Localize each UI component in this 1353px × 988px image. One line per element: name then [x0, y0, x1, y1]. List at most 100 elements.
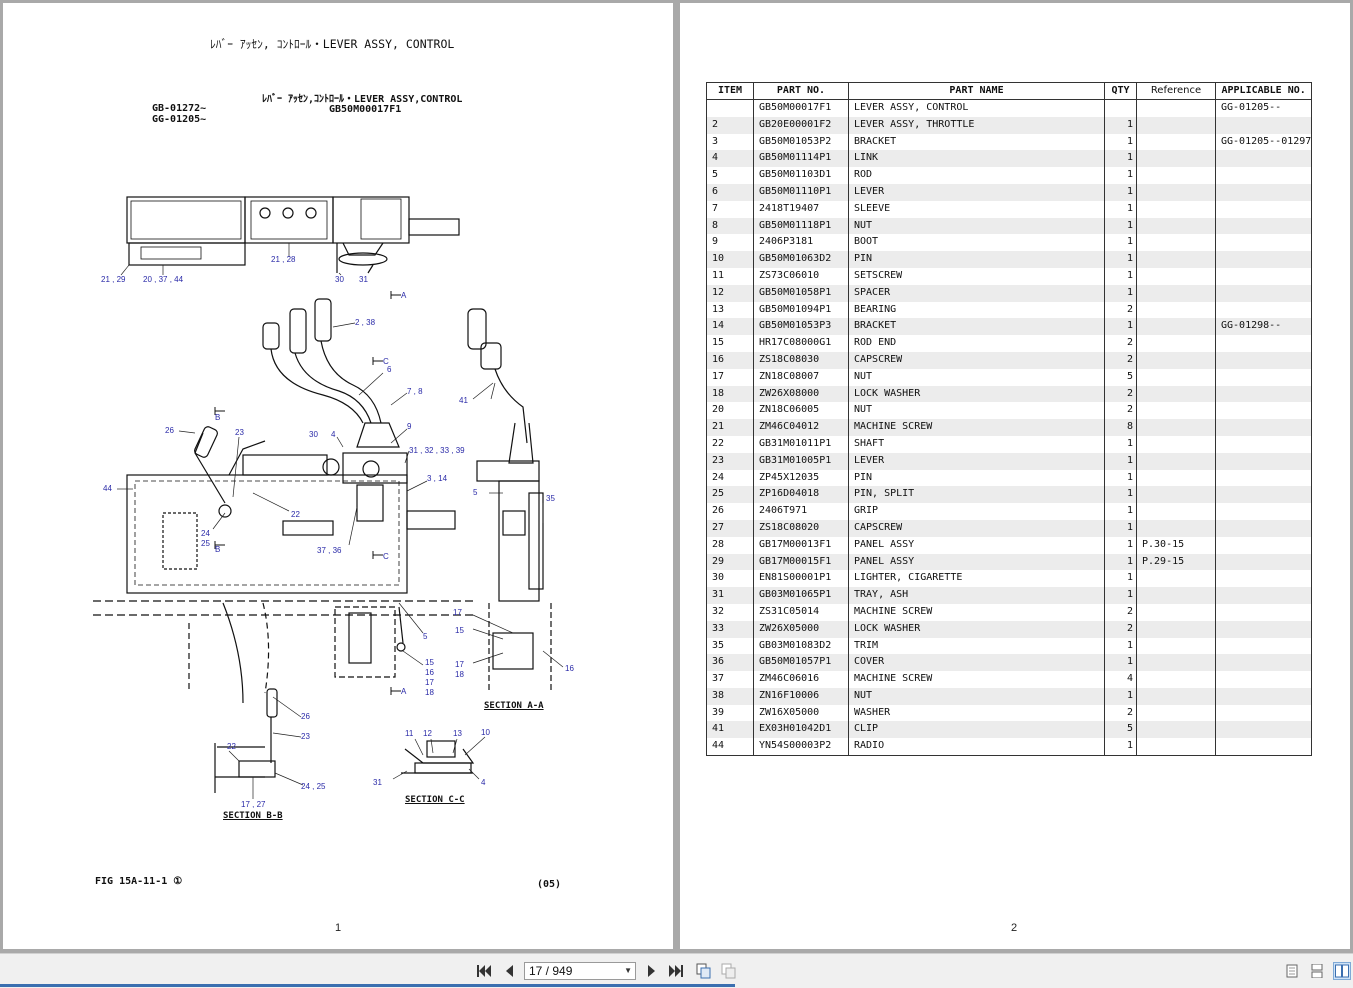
part-no-cell: ZS31C05014 [753, 603, 849, 621]
part-no-cell: GB50M01053P3 [753, 318, 849, 336]
part-name-cell: LEVER [848, 452, 1105, 470]
figure-revision: (05) [537, 879, 562, 890]
part-name-cell: NUT [848, 687, 1105, 705]
reference-cell [1136, 486, 1216, 504]
item-cell: 41 [706, 721, 754, 739]
qty-cell: 1 [1104, 536, 1137, 554]
two-page-view-button[interactable] [1333, 962, 1351, 980]
page-number-select[interactable]: 17 / 949 ▼ [524, 962, 636, 980]
part-no-cell: ZP45X12035 [753, 469, 849, 487]
callout: 18 [455, 670, 464, 679]
qty-cell: 1 [1104, 267, 1137, 285]
part-name-cell: ROD [848, 167, 1105, 184]
item-cell: 15 [706, 335, 754, 352]
part-name-cell: MACHINE SCREW [848, 419, 1105, 436]
serial-range-1: GB-01272~ [152, 103, 207, 114]
reference-cell [1136, 351, 1216, 369]
part-no-cell: GB50M00017F1 [753, 99, 849, 117]
part-no-cell: EN81S00001P1 [753, 570, 849, 588]
applicable-no-cell [1214, 217, 1313, 235]
taskbar-accent-bar [0, 984, 735, 987]
qty-cell: 1 [1104, 452, 1137, 470]
applicable-no-cell [1214, 536, 1313, 554]
reference-cell [1136, 99, 1216, 117]
item-cell: 16 [706, 351, 754, 369]
single-page-view-button[interactable] [1283, 962, 1301, 980]
item-cell: 5 [706, 167, 754, 184]
part-name-cell: PIN, SPLIT [848, 486, 1105, 504]
item-cell: 39 [706, 704, 754, 722]
callout: 16 [565, 664, 574, 673]
item-cell [706, 99, 754, 117]
callout: 31 [373, 778, 382, 787]
callout: B [215, 413, 220, 422]
drawing-part-number: GB50M00017F1 [329, 104, 402, 115]
qty-cell: 1 [1104, 435, 1137, 453]
item-cell: 24 [706, 469, 754, 487]
qty-cell: 2 [1104, 385, 1137, 403]
reference-cell [1136, 687, 1216, 705]
applicable-no-cell [1214, 704, 1313, 722]
applicable-no-cell [1214, 469, 1313, 487]
part-no-cell: ZS18C08020 [753, 519, 849, 537]
first-page-button[interactable] [475, 962, 493, 980]
last-page-icon [669, 965, 683, 977]
qty-cell: 1 [1104, 738, 1137, 757]
applicable-no-cell: GG-01205--01297 [1214, 133, 1313, 151]
item-cell: 20 [706, 402, 754, 420]
item-cell: 44 [706, 738, 754, 757]
continuous-view-button[interactable] [1308, 962, 1326, 980]
reference-cell [1136, 452, 1216, 470]
reference-cell [1136, 570, 1216, 588]
callout: 5 [423, 632, 428, 641]
section-a-a-label: SECTION A-A [484, 701, 544, 711]
part-name-cell: SLEEVE [848, 200, 1105, 218]
callout: 15 [425, 658, 434, 667]
callout: 11 [405, 729, 414, 738]
item-cell: 7 [706, 200, 754, 218]
part-name-cell: BEARING [848, 301, 1105, 319]
reference-cell [1136, 721, 1216, 739]
part-no-cell: GB50M01057P1 [753, 654, 849, 672]
applicable-no-cell [1214, 486, 1313, 504]
two-page-view-icon [1335, 964, 1349, 978]
paste-button[interactable] [720, 962, 738, 980]
qty-cell: 1 [1104, 234, 1137, 252]
item-cell: 23 [706, 452, 754, 470]
applicable-no-cell [1214, 503, 1313, 520]
next-page-icon [648, 965, 655, 977]
exploded-parts-drawing: 21 , 29 20 , 37 , 44 21 , 28 30 31 A 2 ,… [93, 196, 574, 809]
chevron-down-icon: ▼ [624, 966, 632, 975]
part-no-cell: ZW26X05000 [753, 620, 849, 638]
next-page-button[interactable] [643, 962, 661, 980]
last-page-button[interactable] [667, 962, 685, 980]
figure-label: FIG 15A-11-1 ① [95, 876, 183, 887]
callout: 7 , 8 [407, 387, 423, 396]
right-page: ITEM PART NO. PART NAME QTY Reference AP… [680, 3, 1350, 949]
applicable-no-cell [1214, 167, 1313, 184]
part-name-cell: SPACER [848, 284, 1105, 302]
previous-page-button[interactable] [500, 962, 518, 980]
item-cell: 12 [706, 284, 754, 302]
callout: 6 [387, 365, 392, 374]
part-name-cell: TRAY, ASH [848, 587, 1105, 604]
copy-button[interactable] [695, 962, 713, 980]
callout: B [215, 545, 220, 554]
item-cell: 4 [706, 150, 754, 168]
applicable-no-cell [1214, 721, 1313, 739]
part-name-cell: RADIO [848, 738, 1105, 757]
applicable-no-cell [1214, 234, 1313, 252]
applicable-no-cell [1214, 419, 1313, 436]
page-indicator: 17 / 949 [529, 964, 573, 978]
item-cell: 32 [706, 603, 754, 621]
reference-cell [1136, 284, 1216, 302]
part-name-cell: PIN [848, 251, 1105, 268]
